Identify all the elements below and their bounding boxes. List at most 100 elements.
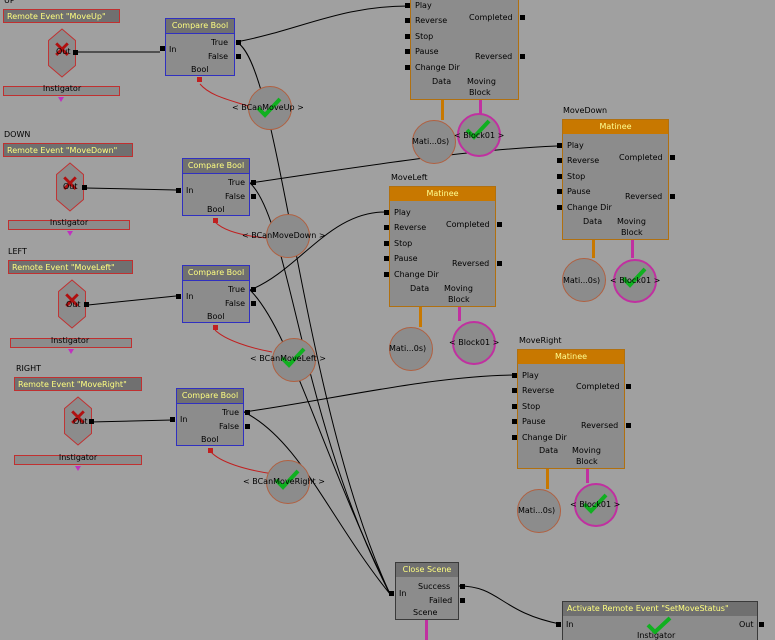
compare-bool-left[interactable]: Compare Bool In True False Bool	[182, 265, 250, 323]
matinee-down-completed-pin[interactable]	[670, 155, 675, 160]
compare-bool-right-in-pin[interactable]	[170, 417, 175, 422]
check-icon	[274, 469, 300, 490]
matinee-left-play-pin[interactable]	[384, 210, 389, 215]
close-scene-node[interactable]: Close Scene In Success Failed Scene	[395, 562, 459, 620]
remote-event-movedown-instigator-bar	[8, 220, 130, 230]
matinee-down-reverse-pin[interactable]	[557, 158, 562, 163]
remote-event-moveleft-out-pin[interactable]	[84, 302, 89, 307]
matinee-up-pause-pin[interactable]	[405, 49, 410, 54]
matinee-right-block-link[interactable]	[586, 469, 589, 483]
matinee-right[interactable]: Matinee Play Reverse Stop Pause Change D…	[517, 349, 625, 469]
compare-bool-left-true-pin[interactable]	[251, 287, 256, 292]
matinee-down-data-link[interactable]	[592, 240, 595, 258]
remote-event-moveup-instigator-pin[interactable]	[58, 97, 64, 102]
remote-event-moveright-icon[interactable]	[63, 396, 93, 446]
compare-bool-right-bool-pin[interactable]	[208, 448, 213, 453]
matinee-right-reversed-pin[interactable]	[626, 423, 631, 428]
compare-bool-right-false-pin[interactable]	[245, 424, 250, 429]
remote-event-moveright-title[interactable]: Remote Event "MoveRight"	[14, 377, 142, 391]
compare-bool-up-bool-pin[interactable]	[197, 77, 202, 82]
remote-event-moveleft-instigator-pin[interactable]	[68, 349, 74, 354]
matinee-up-reversed-pin[interactable]	[520, 54, 525, 59]
matinee-right-reverse-pin[interactable]	[512, 388, 517, 393]
compare-bool-left-bool-pin[interactable]	[213, 325, 218, 330]
compare-bool-left-in-label: In	[186, 292, 194, 301]
activate-remote-event-node[interactable]: Activate Remote Event "SetMoveStatus" In…	[562, 601, 758, 640]
matinee-down-block-link[interactable]	[631, 240, 634, 258]
remote-event-movedown-instigator-pin[interactable]	[67, 231, 73, 236]
matinee-down-pause-pin[interactable]	[557, 189, 562, 194]
matinee-down-play-pin[interactable]	[557, 143, 562, 148]
matinee-left-block-link[interactable]	[458, 307, 461, 321]
compare-bool-up-false-label: False	[208, 52, 229, 61]
matinee-left-pause-pin[interactable]	[384, 256, 389, 261]
compare-bool-down[interactable]: Compare Bool In True False Bool	[182, 158, 250, 216]
matinee-left-reverse-pin[interactable]	[384, 225, 389, 230]
matinee-left-stop-pin[interactable]	[384, 241, 389, 246]
matinee-right-changedir-pin[interactable]	[512, 435, 517, 440]
remote-event-moveright-instigator-pin[interactable]	[75, 466, 81, 471]
matinee-up[interactable]: Play Reverse Stop Pause Change Dir Compl…	[410, 0, 519, 100]
matinee-up-block-var[interactable]	[457, 113, 501, 157]
compare-bool-up-false-pin[interactable]	[236, 54, 241, 59]
matinee-down-reversed-pin[interactable]	[670, 194, 675, 199]
close-scene-in-pin[interactable]	[389, 591, 394, 596]
matinee-right-pause-pin[interactable]	[512, 419, 517, 424]
compare-bool-right-true-pin[interactable]	[245, 410, 250, 415]
matinee-down-data-var[interactable]	[562, 258, 606, 302]
compare-bool-right[interactable]: Compare Bool In True False Bool	[176, 388, 244, 446]
matinee-left-block-var[interactable]	[452, 321, 496, 365]
remote-event-moveleft-title[interactable]: Remote Event "MoveLeft"	[8, 260, 133, 274]
close-scene-success-pin[interactable]	[460, 584, 465, 589]
matinee-left-changedir-pin[interactable]	[384, 272, 389, 277]
compare-bool-down-true-pin[interactable]	[251, 180, 256, 185]
matinee-down-changedir-pin[interactable]	[557, 205, 562, 210]
compare-bool-left-in-pin[interactable]	[176, 294, 181, 299]
matinee-up-reverse-pin[interactable]	[405, 18, 410, 23]
matinee-down-data-label: Data	[583, 217, 603, 226]
remote-event-moveright-out-pin[interactable]	[89, 419, 94, 424]
activate-remote-event-in-pin[interactable]	[556, 622, 561, 627]
bool-var-down[interactable]	[266, 214, 310, 258]
compare-bool-down-bool-pin[interactable]	[213, 218, 218, 223]
matinee-up-changedir-pin[interactable]	[405, 65, 410, 70]
remote-event-moveup-out-pin[interactable]	[73, 50, 78, 55]
close-scene-failed-pin[interactable]	[460, 598, 465, 603]
matinee-right-play-pin[interactable]	[512, 373, 517, 378]
matinee-right-data-var[interactable]	[517, 489, 561, 533]
matinee-left-completed-pin[interactable]	[497, 222, 502, 227]
compare-bool-down-false-pin[interactable]	[251, 194, 256, 199]
compare-bool-down-in-pin[interactable]	[176, 188, 181, 193]
matinee-up-block-link[interactable]	[479, 100, 482, 114]
matinee-up-data-link[interactable]	[441, 100, 444, 120]
matinee-down-stop-pin[interactable]	[557, 174, 562, 179]
remote-event-movedown-icon[interactable]	[55, 162, 85, 212]
matinee-up-data-var[interactable]	[412, 120, 456, 164]
remote-event-movedown-out-pin[interactable]	[82, 185, 87, 190]
matinee-right-data-link[interactable]	[546, 469, 549, 489]
matinee-left[interactable]: Matinee Play Reverse Stop Pause Change D…	[389, 186, 496, 307]
matinee-up-play-pin[interactable]	[405, 3, 410, 8]
activate-remote-event-out-pin[interactable]	[759, 622, 764, 627]
matinee-down[interactable]: Matinee Play Reverse Stop Pause Change D…	[562, 119, 669, 240]
matinee-right-completed-pin[interactable]	[626, 384, 631, 389]
compare-bool-up-in-pin[interactable]	[160, 46, 165, 51]
matinee-right-stop-pin[interactable]	[512, 404, 517, 409]
matinee-up-completed-pin[interactable]	[520, 15, 525, 20]
matinee-left-data-link[interactable]	[419, 307, 422, 327]
matinee-left-reversed-pin[interactable]	[497, 261, 502, 266]
compare-bool-up[interactable]: Compare Bool In True False Bool	[165, 18, 235, 76]
remote-event-moveup-title[interactable]: Remote Event "MoveUp"	[3, 9, 120, 23]
compare-bool-up-true-pin[interactable]	[236, 40, 241, 45]
remote-event-moveleft-icon[interactable]	[57, 279, 87, 329]
matinee-up-stop-pin[interactable]	[405, 34, 410, 39]
matinee-left-data-var[interactable]	[389, 327, 433, 371]
remote-event-movedown-title[interactable]: Remote Event "MoveDown"	[3, 143, 133, 157]
close-scene-scene-link[interactable]	[425, 620, 428, 640]
matinee-left-reversed-label: Reversed	[452, 259, 490, 268]
compare-bool-left-false-pin[interactable]	[251, 301, 256, 306]
remote-event-moveup-icon[interactable]	[47, 28, 77, 78]
remote-event-moveright-instigator-label: Instigator	[58, 453, 98, 462]
